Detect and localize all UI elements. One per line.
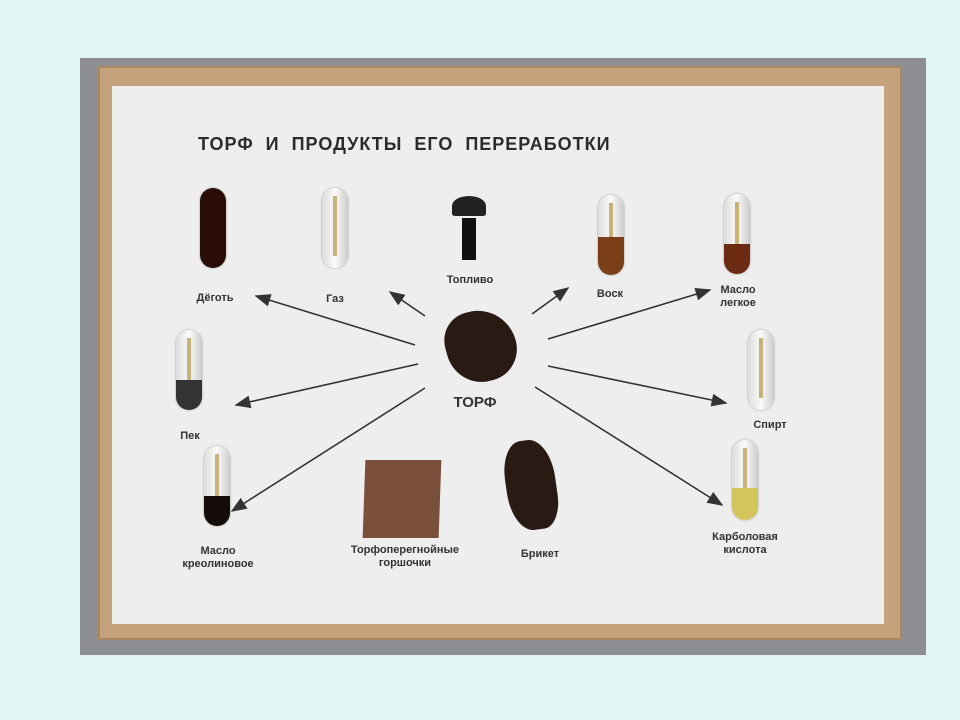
card-title: ТОРФ И ПРОДУКТЫ ЕГО ПЕРЕРАБОТКИ bbox=[198, 134, 611, 154]
label-line: Масло bbox=[200, 545, 236, 557]
arrow-gaz bbox=[388, 291, 426, 317]
arrow-degot bbox=[254, 294, 416, 346]
arrow-karbol bbox=[534, 386, 724, 506]
vial-maslo-legkoe bbox=[724, 194, 750, 274]
fuel-stand-icon bbox=[462, 218, 476, 260]
fuel-flame-icon bbox=[452, 196, 486, 216]
vial-karbolovaya bbox=[732, 440, 758, 520]
label-degot: Дёготь bbox=[196, 292, 234, 304]
label-spirt: Спирт bbox=[753, 419, 787, 431]
arrow-vosk bbox=[531, 287, 570, 315]
label-line: горшочки bbox=[378, 557, 432, 569]
arrow-pek bbox=[234, 363, 419, 409]
arrow-maslo-kreol bbox=[230, 387, 426, 512]
label-line: Масло bbox=[720, 284, 756, 296]
vial-maslo-kreolinovoe bbox=[204, 446, 230, 526]
peat-pot-sample bbox=[362, 460, 442, 538]
label-pek: Пек bbox=[180, 430, 200, 442]
arrow-maslo-legkoe bbox=[547, 288, 712, 340]
label-line: креолиновое bbox=[182, 558, 254, 570]
label-line: Карболовая bbox=[712, 531, 778, 543]
arrow-spirt bbox=[547, 365, 728, 407]
label-briket: Брикет bbox=[520, 548, 560, 560]
label-vosk: Воск bbox=[596, 288, 624, 300]
vial-vosk bbox=[598, 195, 624, 275]
label-line: Торфоперегнойные bbox=[350, 544, 460, 556]
vial-degot bbox=[200, 188, 226, 268]
vial-spirt bbox=[748, 330, 774, 410]
label-torf: ТОРФ bbox=[453, 394, 497, 411]
label-gaz: Газ bbox=[326, 293, 344, 305]
vial-pek bbox=[176, 330, 202, 410]
label-line: кислота bbox=[723, 544, 767, 556]
label-toplivo: Топливо bbox=[446, 274, 494, 286]
label-line: легкое bbox=[720, 297, 756, 309]
vial-gaz bbox=[322, 188, 348, 268]
